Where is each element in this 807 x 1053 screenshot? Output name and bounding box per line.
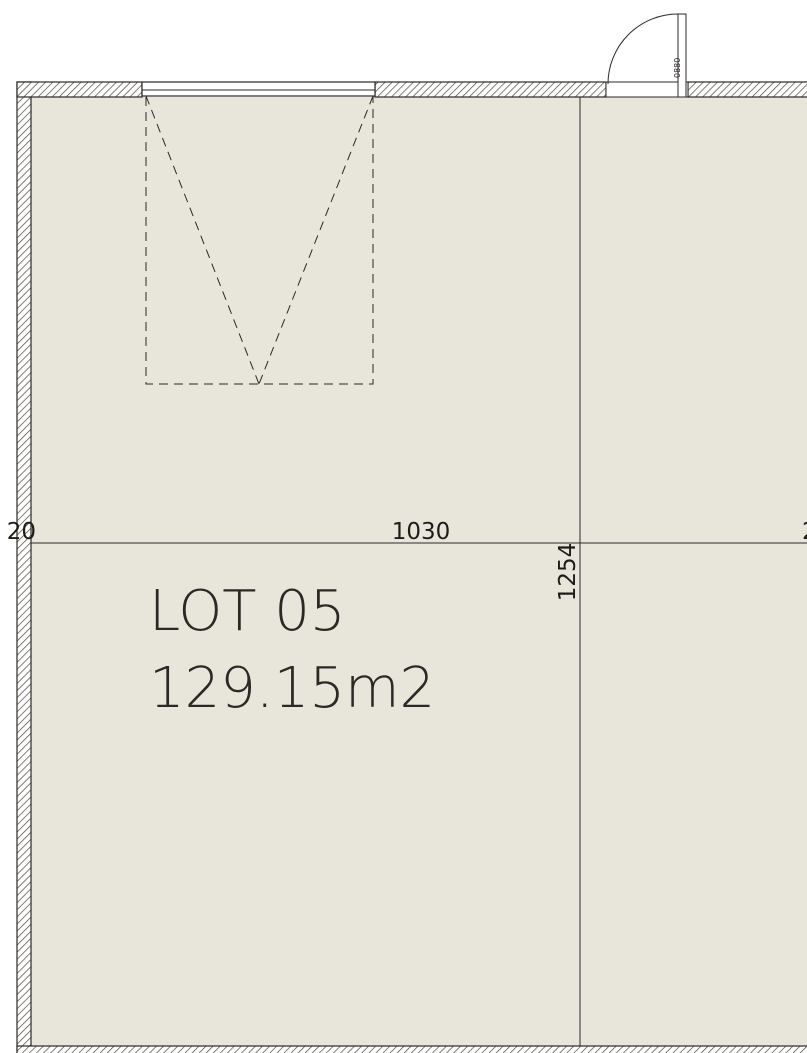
dimension-lines xyxy=(31,97,807,1046)
lot-floor-area xyxy=(31,97,807,1047)
dimension-width-label: 1030 xyxy=(392,519,451,545)
door-swing-arc xyxy=(607,13,679,85)
door-opening xyxy=(605,81,689,98)
roller-door-frame xyxy=(141,81,376,97)
wall-bottom xyxy=(16,1045,807,1053)
lot-area: 129.15m2 xyxy=(149,656,435,721)
dimension-height-label: 1254 xyxy=(555,543,581,602)
wall-left xyxy=(16,81,32,1053)
roller-door-opening xyxy=(141,81,376,97)
personnel-door: 0880 xyxy=(605,13,689,98)
door-width-label: 0880 xyxy=(673,58,682,78)
walls xyxy=(16,81,807,1053)
dimension-left-cut-label: 20 xyxy=(7,519,36,545)
lot-title: LOT 05 xyxy=(149,579,346,644)
dimension-right-cut-label: 2 xyxy=(802,519,807,545)
door-leaf xyxy=(677,13,687,98)
roller-door-clearance xyxy=(145,95,374,385)
wall-top-segment-2 xyxy=(374,81,607,98)
wall-top-segment-1 xyxy=(16,81,143,98)
wall-top-segment-3 xyxy=(687,81,807,98)
